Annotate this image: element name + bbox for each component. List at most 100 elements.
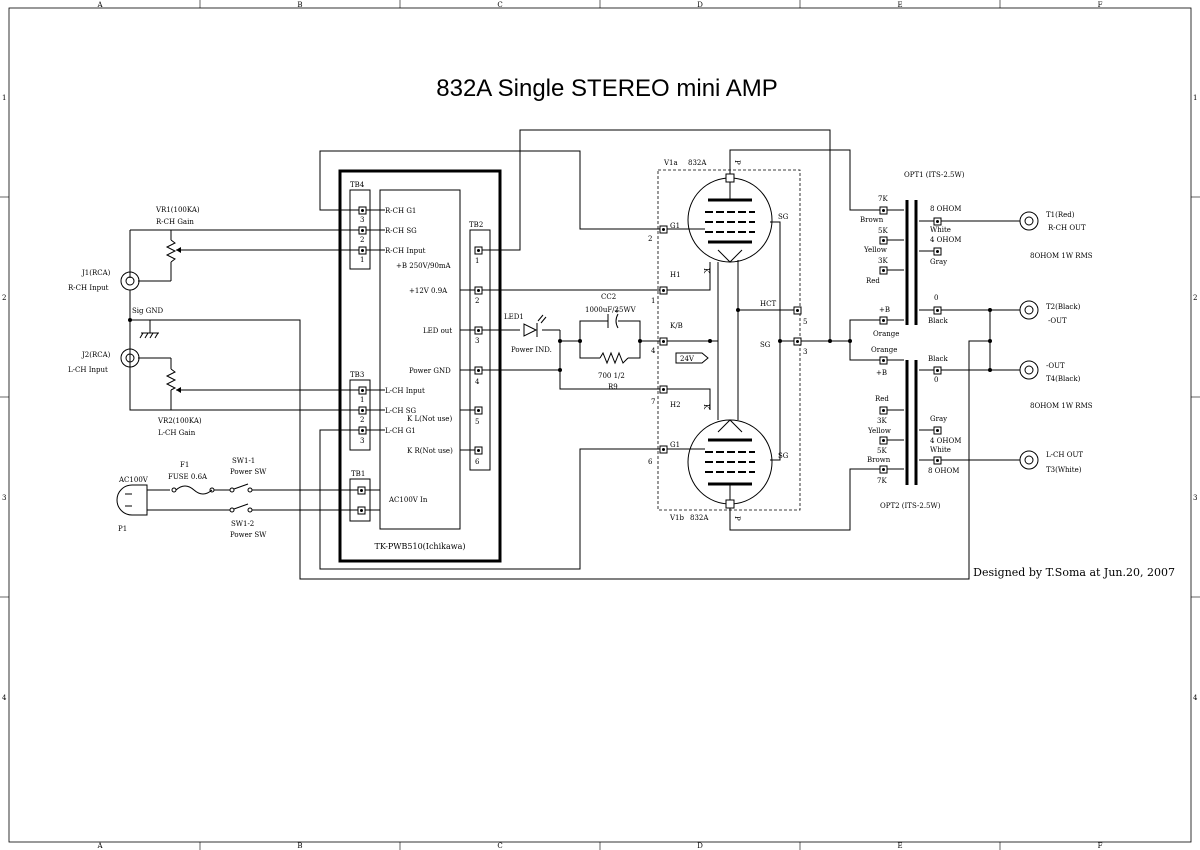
kb-label: K/B	[670, 322, 683, 330]
t2-name: T2(Black)	[1046, 303, 1081, 311]
terminal-block-tb4: TB4 3 2 1 R-CH G1 R-CH SG R-CH Input	[349, 181, 426, 270]
designer-credit: Designed by T.Soma at Jun.20, 2007	[973, 566, 1175, 579]
v1b-sg-label: SG	[778, 452, 789, 460]
pin-3: 3	[803, 348, 807, 356]
terminal-block-tb3: TB3 1 2 3 L-CH Input L-CH SG L-CH G1	[349, 371, 425, 451]
v1a-g1-label: G1	[670, 222, 680, 230]
row-4-left: 4	[2, 694, 7, 702]
tb3-name: TB3	[350, 371, 364, 379]
opt1-7k: 7K	[878, 195, 888, 203]
opt2-7k: 7K	[877, 477, 887, 485]
col-e-bottom: E	[897, 842, 902, 850]
fuse-name: F1	[180, 461, 189, 469]
rca-jack-j1: J1(RCA) R-CH Input	[68, 269, 140, 292]
tb2-label-kr: K R(Not use)	[407, 447, 453, 455]
row-3-left: 3	[2, 494, 6, 502]
h1-label: H1	[670, 271, 681, 279]
power-board: TK-PWB510(Ichikawa)	[338, 169, 502, 563]
tube-pin-terminals	[659, 225, 802, 454]
tb4-label-rch-input: R-CH Input	[385, 247, 426, 255]
tb3-pin-2: 2	[360, 416, 364, 424]
v1a-sg-label: SG	[778, 213, 789, 221]
opt1-0: 0	[934, 294, 938, 302]
tb1-label: AC100V In	[388, 496, 428, 504]
opt2-bplus: +B	[876, 369, 887, 377]
row-2-left: 2	[2, 294, 6, 302]
hct-label: HCT	[760, 300, 776, 308]
tb2-pin-5: 5	[475, 418, 479, 426]
vr2-desc: L-CH Gain	[158, 429, 196, 437]
v1a-k-label: K	[702, 268, 710, 274]
v1a-p-label: P	[733, 160, 741, 165]
vr2-name: VR2(100KA)	[157, 417, 202, 425]
h2-label: H2	[670, 401, 681, 409]
t1-name: T1(Red)	[1046, 211, 1075, 219]
j1-desc: R-CH Input	[68, 284, 109, 292]
sg-junction-label: SG	[760, 341, 771, 349]
t4-desc: -OUT	[1046, 362, 1065, 370]
switch-sw1-2: SW1-2 Power SW	[229, 503, 267, 539]
tb3-pin-1: 1	[360, 396, 364, 404]
rms-label-r: 8OHOM 1W RMS	[1030, 252, 1093, 260]
opt1-3k: 3K	[878, 257, 888, 265]
terminal-block-tb2: TB2 1 2 3 4 5 6 +B 250V/90mA +12V 0.9A L…	[396, 221, 491, 471]
opt1-name: OPT1 (ITS-2.5W)	[904, 171, 965, 179]
tb4-name: TB4	[350, 181, 365, 189]
v1b-g1-label: G1	[670, 441, 680, 449]
tb3-label-lch-sg: L-CH SG	[385, 407, 416, 415]
tb4-label-rch-g1: R-CH G1	[385, 207, 416, 215]
col-d-top: D	[697, 1, 703, 9]
sw1-desc: Power SW	[230, 468, 267, 476]
speaker-terminal-t1: T1(Red) R-CH OUT	[1019, 211, 1086, 232]
schematic-title: 832A Single STEREO mini AMP	[436, 75, 777, 102]
opt1-yellow: Yellow	[863, 246, 887, 254]
tube-pin-labels: G1 2 SG P K H1 1 K/B 4 H2 7 G1 6 SG P K …	[648, 160, 807, 521]
tb4-pin-1: 1	[360, 256, 364, 264]
heater-voltage: 24V	[680, 355, 695, 363]
fuse-rating: FUSE 0.6A	[168, 473, 208, 481]
res-name: R9	[608, 383, 618, 391]
rms-label-l: 8OHOM 1W RMS	[1030, 402, 1093, 410]
pin-4: 4	[651, 347, 656, 355]
v1b-p-label: P	[733, 516, 741, 521]
led-name: LED1	[504, 313, 524, 321]
opt2-orange: Orange	[871, 346, 897, 354]
capacitor-cc2: + CC2 1000uF/25WV	[585, 293, 637, 329]
col-f-top: F	[1098, 1, 1103, 9]
col-c-bottom: C	[497, 842, 502, 850]
tb4-pin-2: 2	[360, 236, 364, 244]
v1b-name: V1b	[669, 514, 685, 522]
sw2-name: SW1-2	[231, 520, 254, 528]
pin-7: 7	[651, 398, 655, 406]
col-a-bottom: A	[96, 842, 103, 850]
tb3-label-lch-input: L-CH Input	[385, 387, 425, 395]
sw1-name: SW1-1	[232, 457, 255, 465]
opt2-yellow: Yellow	[867, 427, 891, 435]
col-b-bottom: B	[297, 842, 302, 850]
t2-desc: -OUT	[1048, 317, 1067, 325]
v1b-pin-6: 6	[648, 458, 653, 466]
opt2-0: 0	[934, 376, 938, 384]
opt2-5k: 5K	[877, 447, 887, 455]
j2-desc: L-CH Input	[68, 366, 108, 374]
opt2-name: OPT2 (ITS-2.5W)	[880, 502, 941, 510]
opt1-white: White	[930, 226, 951, 234]
v1a-name: V1a	[663, 159, 678, 167]
col-c-top: C	[497, 1, 502, 9]
led-power-indicator: LED1 Power IND.	[504, 313, 552, 354]
opt1-gray: Gray	[930, 258, 947, 266]
t4-name: T4(Black)	[1046, 375, 1081, 383]
opt2-3k: 3K	[877, 417, 887, 425]
v1a-type: 832A	[688, 159, 707, 167]
led-desc: Power IND.	[511, 346, 552, 354]
pin-1: 1	[651, 297, 655, 305]
vr1-name: VR1(100KA)	[155, 206, 200, 214]
sig-gnd-label: Sig GND	[132, 307, 163, 315]
frame-row-labels: 1 2 3 4 1 2 3 4	[2, 94, 1198, 702]
row-1-left: 1	[2, 94, 6, 102]
volume-vr2: VR2(100KA) L-CH Gain	[157, 368, 202, 437]
heater-voltage-tag: 24V	[675, 352, 709, 364]
t1-desc: R-CH OUT	[1048, 224, 1086, 232]
